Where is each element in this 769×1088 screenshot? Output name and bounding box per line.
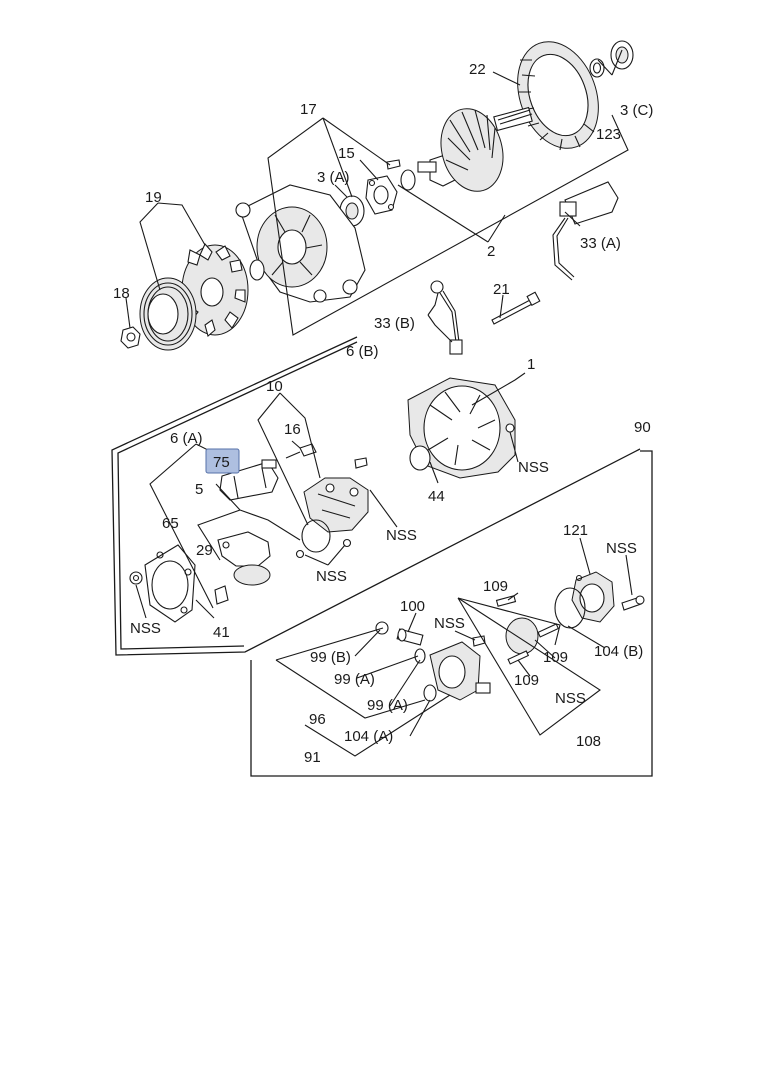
brush-holder-75	[219, 459, 279, 501]
plate-nut	[129, 571, 143, 585]
stator-22	[517, 41, 599, 151]
callout-90[interactable]: 90	[634, 419, 651, 436]
callout-21[interactable]: 21	[493, 281, 510, 298]
retainer-plate-15	[365, 175, 398, 215]
callout-65[interactable]: 65	[162, 515, 179, 532]
drive-end-frame	[235, 184, 366, 303]
rear-frame-1	[407, 377, 516, 479]
callout-6b[interactable]: 6 (B)	[346, 343, 379, 360]
callout-104b[interactable]: 104 (B)	[594, 643, 643, 660]
collar-ring	[249, 259, 265, 281]
leader-lines	[125, 49, 633, 757]
regulator-screw	[354, 457, 368, 469]
callout-nss-vane[interactable]: NSS	[555, 690, 586, 707]
callout-109-bottom[interactable]: 109	[514, 672, 539, 689]
callout-2[interactable]: 2	[487, 243, 495, 260]
o-ring-104b	[554, 587, 586, 629]
callout-99a-right[interactable]: 99 (A)	[367, 697, 408, 714]
callout-41[interactable]: 41	[213, 624, 230, 641]
callout-19[interactable]: 19	[145, 189, 162, 206]
callout-108[interactable]: 108	[576, 733, 601, 750]
callout-3c[interactable]: 3 (C)	[620, 102, 653, 119]
callout-29[interactable]: 29	[196, 542, 213, 559]
callout-3a-top[interactable]: 3 (A)	[317, 169, 350, 186]
callout-5[interactable]: 5	[195, 481, 203, 498]
ring-123	[589, 58, 605, 78]
washer-99a	[414, 648, 426, 664]
callout-10[interactable]: 10	[266, 378, 283, 395]
highlighted-callout-75[interactable]	[205, 448, 240, 474]
spacer-ring	[400, 169, 416, 191]
seal-screw	[295, 549, 305, 559]
callout-75[interactable]: 75	[213, 454, 230, 471]
regulator-mount-screw	[342, 538, 352, 548]
callout-44[interactable]: 44	[428, 488, 445, 505]
o-ring-104a	[423, 684, 437, 702]
pump-cover-121	[571, 571, 615, 623]
callout-109-top[interactable]: 109	[483, 578, 508, 595]
kit-frame-6a	[111, 336, 641, 656]
callout-nss-rectifier[interactable]: NSS	[518, 459, 549, 476]
pulley	[139, 277, 197, 351]
vacuum-pump-frame-90	[250, 450, 653, 777]
retainer-screw	[386, 159, 401, 170]
callout-nss-pump-bolt[interactable]: NSS	[606, 540, 637, 557]
callout-16[interactable]: 16	[284, 421, 301, 438]
shaft-100	[396, 628, 424, 646]
fan-19	[181, 242, 249, 337]
callout-121[interactable]: 121	[563, 522, 588, 539]
callout-104a[interactable]: 104 (A)	[344, 728, 393, 745]
callout-123[interactable]: 123	[596, 126, 621, 143]
regulator-10	[303, 477, 369, 533]
nut-18	[120, 326, 141, 349]
callout-18[interactable]: 18	[113, 285, 130, 302]
callout-1[interactable]: 1	[527, 356, 535, 373]
through-bolt-21	[491, 291, 541, 325]
callout-6a[interactable]: 6 (A)	[170, 430, 203, 447]
callout-91[interactable]: 91	[304, 749, 321, 766]
callout-15[interactable]: 15	[338, 145, 355, 162]
harness-33a	[552, 181, 619, 281]
callout-nss-brush[interactable]: NSS	[316, 568, 347, 585]
callout-99b[interactable]: 99 (B)	[310, 649, 351, 666]
seal-ring	[301, 519, 331, 553]
callout-33b[interactable]: 33 (B)	[374, 315, 415, 332]
bracket-29	[217, 531, 271, 586]
pump-housing	[429, 641, 491, 701]
harness-33b	[430, 280, 463, 355]
rotor-2	[417, 106, 533, 192]
callout-17[interactable]: 17	[300, 101, 317, 118]
callout-33a[interactable]: 33 (A)	[580, 235, 621, 252]
callout-99a-left[interactable]: 99 (A)	[334, 671, 375, 688]
pump-cover-bolt	[621, 595, 645, 611]
callout-nss-pump[interactable]: NSS	[434, 615, 465, 632]
callout-labels: 22 17 15 3 (A) 3 (C) 123 19 18 2 33 (A) …	[113, 61, 653, 766]
callout-100[interactable]: 100	[400, 598, 425, 615]
callout-nss-plate[interactable]: NSS	[130, 620, 161, 637]
end-plate-41	[144, 544, 229, 623]
callout-109-right[interactable]: 109	[543, 649, 568, 666]
callout-96[interactable]: 96	[309, 711, 326, 728]
callout-22[interactable]: 22	[469, 61, 486, 78]
bearing-3c	[610, 40, 634, 70]
callout-nss-regulator[interactable]: NSS	[386, 527, 417, 544]
